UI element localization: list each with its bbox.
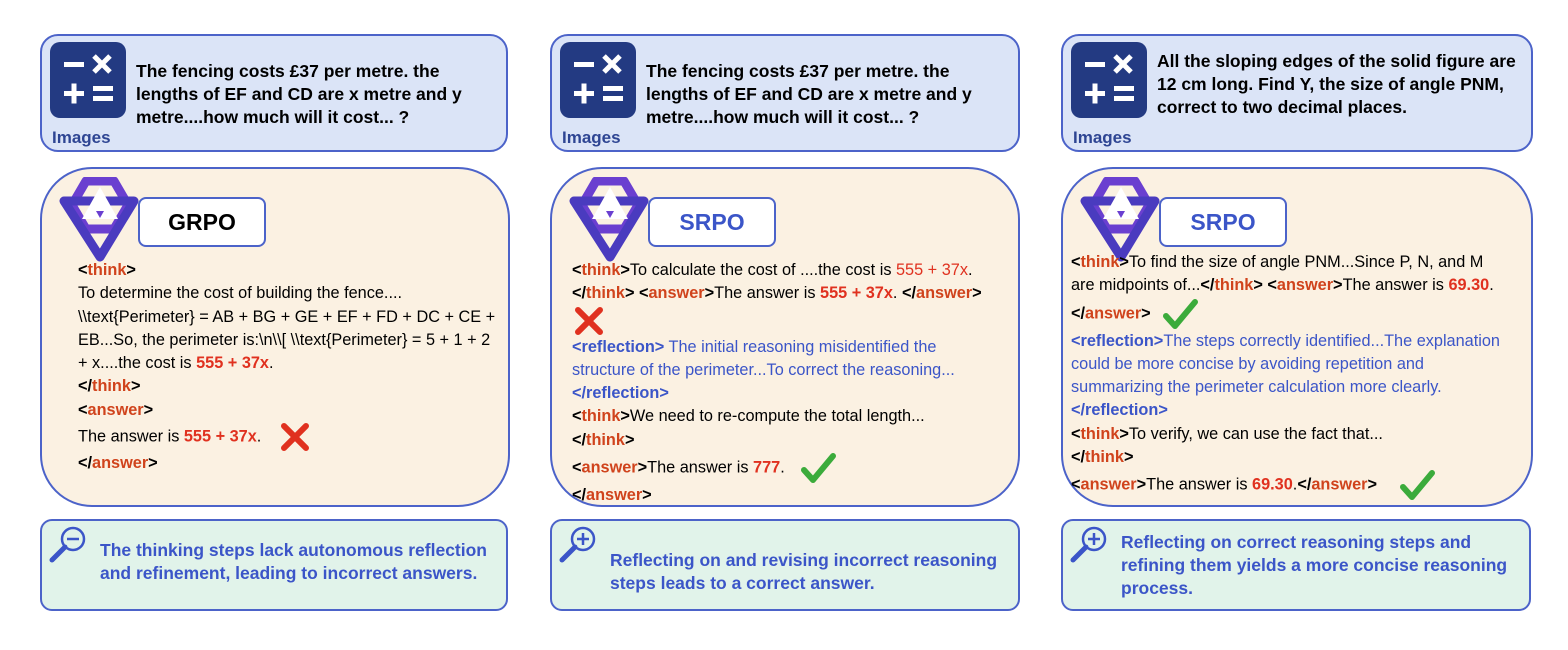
answer-value: 555 + 37x [820, 284, 893, 303]
summary-text: The thinking steps lack autonomous refle… [100, 540, 487, 583]
zoom-out-icon [49, 526, 86, 563]
check-icon [801, 452, 837, 484]
reasoning-text: <think>To find the size of angle PNM...S… [1071, 251, 1511, 501]
think-content: To determine the cost of building the fe… [78, 284, 496, 373]
summary-box: The thinking steps lack autonomous refle… [40, 519, 508, 611]
calculator-icon [1071, 42, 1147, 118]
images-label: Images [1073, 128, 1132, 147]
method-label: SRPO [648, 197, 776, 247]
reasoning-box: SRPO <think>To find the size of angle PN… [1061, 167, 1533, 507]
question-text: All the sloping edges of the solid figur… [1157, 51, 1516, 117]
cost-value: 555 + 37x [895, 261, 968, 279]
zoom-in-icon [1070, 526, 1107, 563]
cross-icon [574, 306, 604, 336]
reflection-content: The steps correctly identified...The exp… [1071, 331, 1500, 397]
cost-value: 555 + 37x [196, 354, 269, 373]
check-icon-2 [1400, 469, 1436, 501]
question-text: The fencing costs £37 per metre. the len… [646, 61, 972, 127]
reasoning-text: <think>To calculate the cost of ....the … [572, 261, 982, 505]
summary-box: Reflecting on correct reasoning steps an… [1061, 519, 1531, 611]
qwen-logo-icon [56, 177, 142, 263]
images-label: Images [52, 128, 111, 147]
answer-value: 555 + 37x [183, 427, 257, 446]
answer-value: 69.30 [1448, 276, 1490, 295]
reasoning-text: <think> To determine the cost of buildin… [78, 261, 496, 473]
calculator-icon [50, 42, 126, 118]
question-text: The fencing costs £37 per metre. the len… [136, 61, 462, 127]
calculator-icon [560, 42, 636, 118]
qwen-logo-icon [566, 177, 652, 263]
reasoning-box: SRPO <think>To calculate the cost of ...… [550, 167, 1020, 507]
cross-icon [280, 422, 310, 452]
summary-text: Reflecting on and revising incorrect rea… [610, 550, 998, 593]
method-label: GRPO [138, 197, 266, 247]
check-icon [1163, 298, 1199, 330]
question-box: Images The fencing costs £37 per metre. … [550, 34, 1020, 152]
method-label: SRPO [1159, 197, 1287, 247]
summary-text: Reflecting on correct reasoning steps an… [1121, 532, 1508, 598]
reasoning-box: GRPO <think> To determine the cost of bu… [40, 167, 510, 507]
question-box: Images The fencing costs £37 per metre. … [40, 34, 508, 152]
answer-value-2: 777 [753, 458, 781, 477]
reflection-content: The initial reasoning misidentified the … [572, 337, 955, 379]
images-label: Images [562, 128, 621, 147]
answer-value-2: 69.30 [1252, 475, 1293, 494]
question-box: Images All the sloping edges of the soli… [1061, 34, 1533, 152]
summary-box: Reflecting on and revising incorrect rea… [550, 519, 1020, 611]
zoom-in-icon [559, 526, 596, 563]
